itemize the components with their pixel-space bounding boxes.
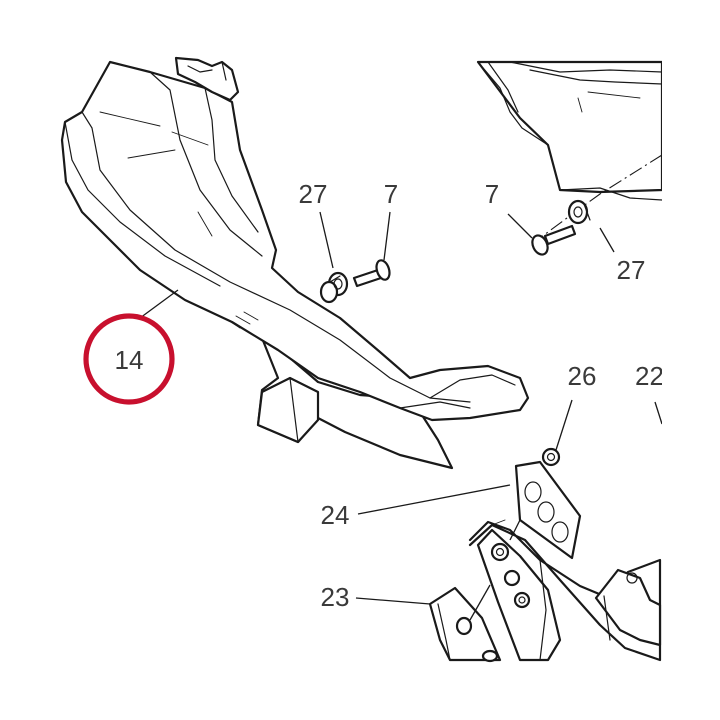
callout-23[interactable]: 23: [321, 582, 350, 612]
bracket-assembly: [468, 519, 662, 662]
right-margin-mask: [662, 0, 720, 720]
part-14-fairing[interactable]: [60, 56, 530, 470]
part-22-edge: [654, 401, 663, 425]
callout-14[interactable]: 14: [115, 345, 144, 375]
part-27-grommet-left[interactable]: [319, 271, 349, 304]
callout-27-left[interactable]: 27: [299, 179, 328, 209]
part-14-highlight-ring: [83, 313, 175, 405]
callout-7-left[interactable]: 7: [384, 179, 398, 209]
callout-26[interactable]: 26: [568, 361, 597, 391]
callout-24[interactable]: 24: [321, 500, 350, 530]
callout-7-right[interactable]: 7: [485, 179, 499, 209]
part-7-screw-right[interactable]: [529, 224, 577, 257]
callout-27-right[interactable]: 27: [617, 255, 646, 285]
part-7-screw-left[interactable]: [352, 259, 392, 288]
part-27-grommet-right[interactable]: [567, 199, 591, 225]
leader-lines: [139, 211, 615, 621]
callout-22[interactable]: 22: [635, 361, 664, 391]
part-26-washer[interactable]: [541, 447, 561, 467]
part-23-clip[interactable]: [428, 586, 502, 663]
part-14-highlight-ring-inner: [85, 315, 173, 403]
part-24-plate[interactable]: [514, 460, 582, 560]
